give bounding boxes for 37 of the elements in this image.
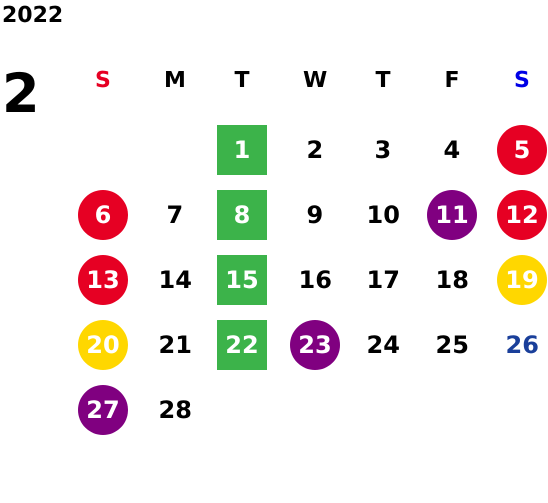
highlighted-date-circle: 23: [290, 320, 340, 370]
weekday-header: T: [234, 68, 250, 92]
date-number: 16: [298, 266, 332, 294]
highlighted-date-circle: 6: [78, 190, 128, 240]
highlighted-date-circle: 19: [497, 255, 547, 305]
date-number: 10: [366, 201, 400, 229]
weekday-header: S: [95, 68, 111, 92]
weekday-header: M: [164, 68, 186, 92]
date-number: 18: [436, 266, 469, 294]
highlighted-date-circle: 5: [497, 125, 547, 175]
highlighted-date-circle: 12: [497, 190, 547, 240]
date-number: 3: [374, 136, 392, 164]
date-number: 14: [158, 266, 192, 294]
date-number: 2: [306, 136, 324, 164]
highlighted-date-square: 1: [217, 125, 267, 175]
date-number: 25: [436, 331, 469, 359]
highlighted-date-circle: 11: [427, 190, 477, 240]
weekday-header: F: [444, 68, 460, 92]
date-number: 4: [444, 136, 460, 164]
highlighted-date-circle: 27: [78, 385, 128, 435]
date-number: 7: [166, 201, 184, 229]
highlighted-date-circle: 20: [78, 320, 128, 370]
date-number: 24: [366, 331, 400, 359]
highlighted-date-circle: 13: [78, 255, 128, 305]
year-heading: 2022: [2, 3, 64, 28]
weekday-header: S: [514, 68, 530, 92]
month-number: 2: [2, 62, 40, 125]
weekday-header: T: [376, 68, 391, 92]
date-number: 21: [158, 331, 192, 359]
date-number: 9: [306, 201, 324, 229]
weekday-header: W: [303, 68, 328, 92]
date-number: 28: [158, 396, 192, 424]
date-number: 26: [506, 331, 539, 359]
highlighted-date-square: 8: [217, 190, 267, 240]
date-number: 17: [366, 266, 400, 294]
highlighted-date-square: 22: [217, 320, 267, 370]
highlighted-date-square: 15: [217, 255, 267, 305]
